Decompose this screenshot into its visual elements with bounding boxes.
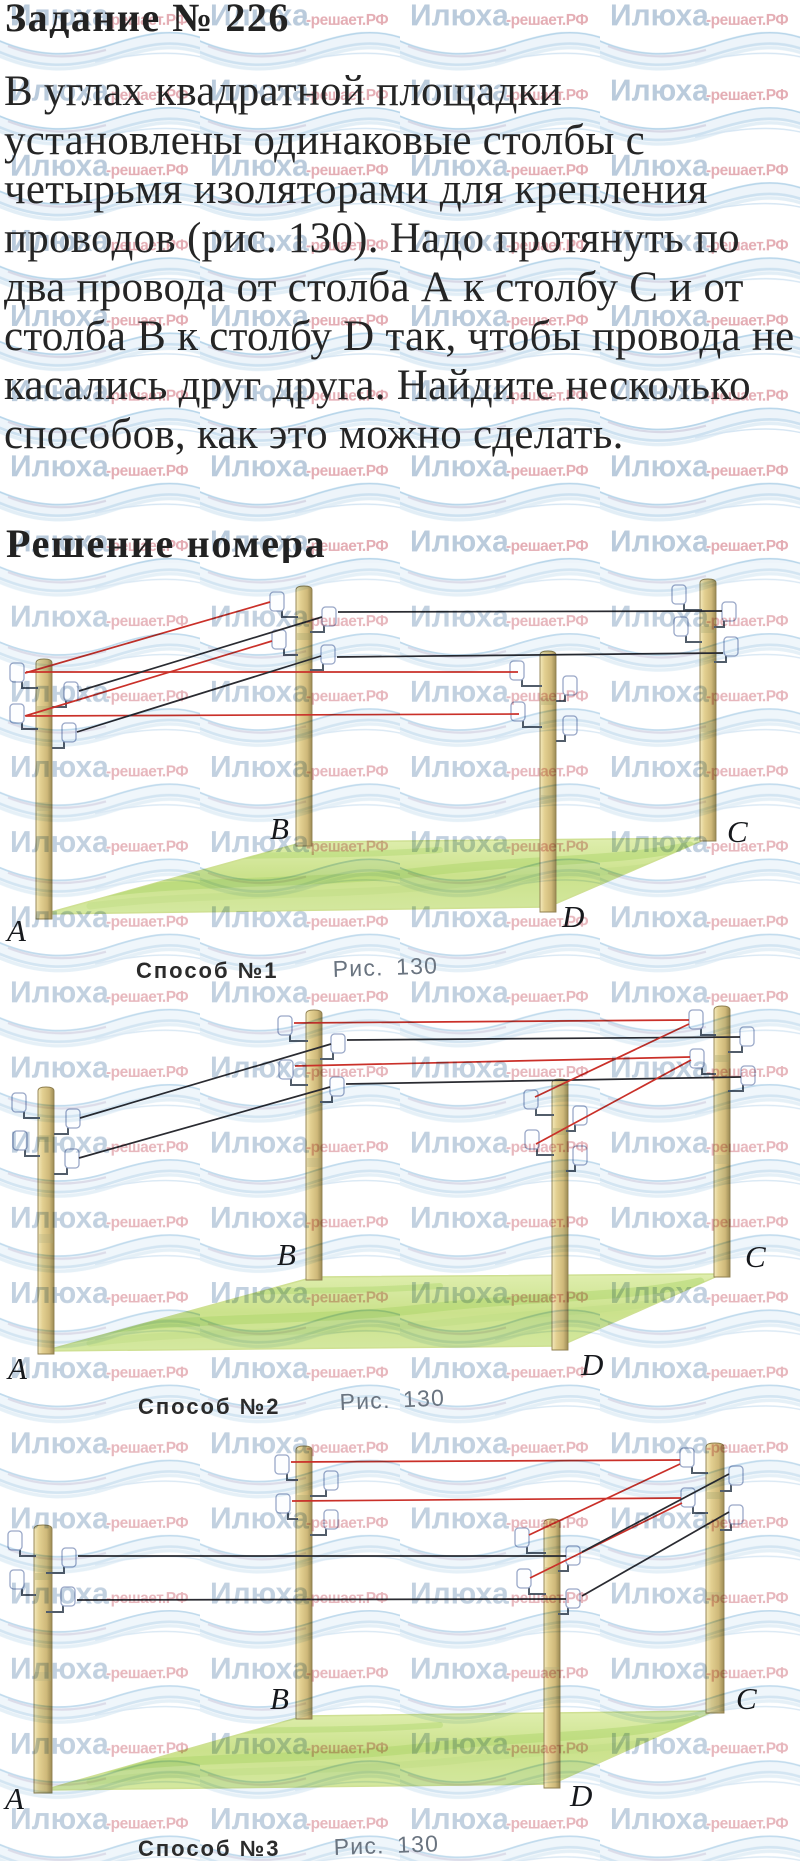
svg-text:два провода от столба А к стол: два провода от столба А к столбу С и от [4, 264, 744, 311]
svg-text:Рис. 130: Рис. 130 [333, 1830, 439, 1860]
svg-text:В углах квадратной площадки: В углах квадратной площадки [4, 68, 562, 115]
svg-text:столба В к столбу D так, чтобы: столба В к столбу D так, чтобы провода н… [4, 313, 795, 360]
svg-text:А: А [6, 1351, 28, 1386]
svg-text:способов, как это можно сделат: способов, как это можно сделать. [4, 411, 624, 458]
svg-text:С: С [745, 1239, 766, 1274]
svg-text:С: С [727, 814, 748, 849]
svg-text:Задание № 226: Задание № 226 [5, 0, 290, 40]
svg-text:проводов (рис. 130). Надо прот: проводов (рис. 130). Надо протянуть по [4, 215, 740, 262]
svg-text:Способ №3: Способ №3 [138, 1836, 280, 1861]
svg-text:касались друг друга. Найдите н: касались друг друга. Найдите несколько [4, 362, 751, 409]
svg-text:установлены одинаковые столбы: установлены одинаковые столбы с [4, 117, 645, 164]
svg-text:Рис. 130: Рис. 130 [339, 1384, 445, 1415]
svg-text:Способ №2: Способ №2 [138, 1394, 280, 1419]
svg-text:B: B [270, 811, 289, 846]
svg-text:С: С [736, 1681, 757, 1716]
svg-text:D: D [580, 1347, 603, 1382]
svg-text:D: D [569, 1778, 592, 1813]
svg-text:А: А [5, 913, 27, 948]
svg-text:А: А [3, 1781, 25, 1816]
svg-text:B: B [277, 1237, 296, 1272]
svg-text:Способ №1: Способ №1 [136, 958, 278, 983]
svg-text:Рис. 130: Рис. 130 [332, 952, 438, 982]
svg-text:четырьмя изоляторами для крепл: четырьмя изоляторами для крепления [4, 166, 708, 213]
svg-text:B: B [270, 1681, 289, 1716]
svg-text:Решение номера: Решение номера [6, 521, 326, 566]
svg-text:D: D [561, 899, 584, 934]
